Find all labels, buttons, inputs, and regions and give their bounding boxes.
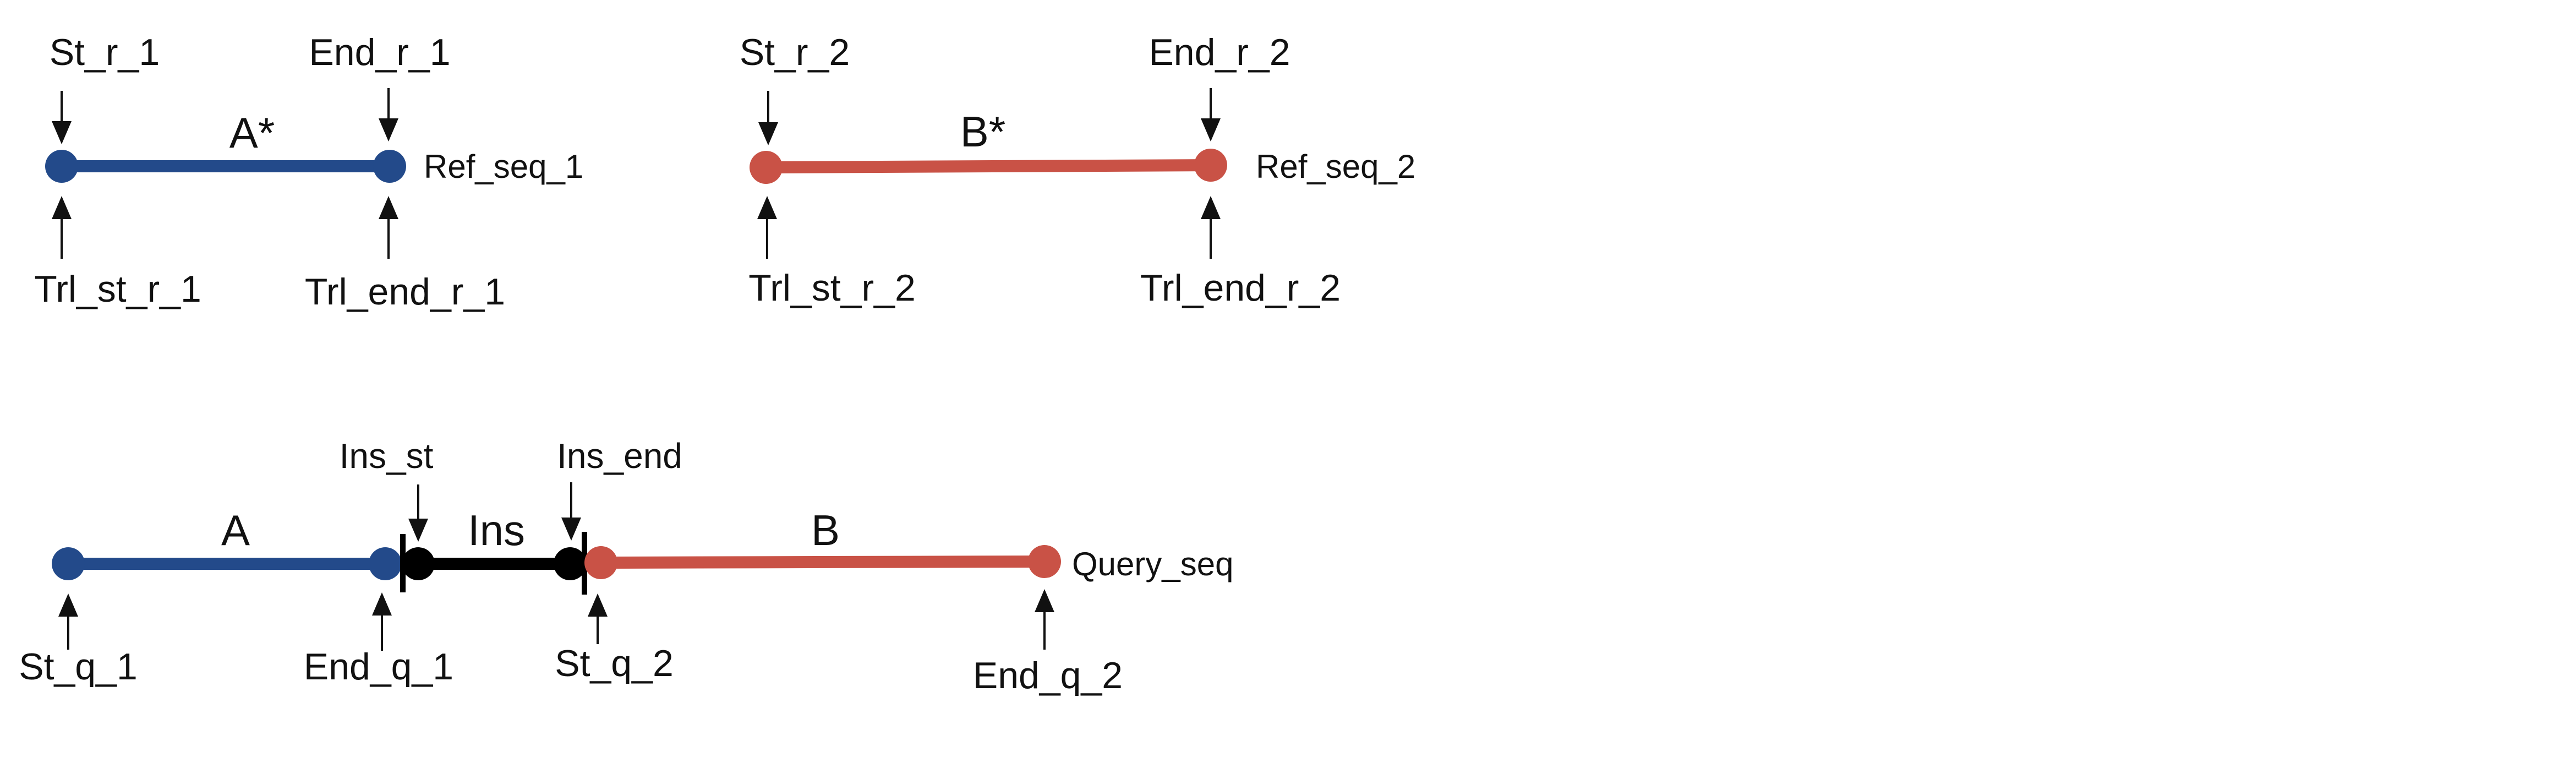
query-segment-ins-label: Ins — [468, 506, 525, 554]
query-seq-group: A Ins B Query_seq Ins_st Ins_end St_q_1 … — [19, 436, 1233, 696]
end-r-1-label: End_r_1 — [309, 31, 450, 73]
trl-st-r-2-arrow — [757, 196, 777, 259]
st-q-2-label: St_q_2 — [555, 642, 674, 684]
ref-seq-1-label: Ref_seq_1 — [424, 148, 583, 185]
end-q-2-label: End_q_2 — [973, 655, 1123, 696]
ref-seq-2-start-dot — [750, 151, 783, 184]
st-q-2-arrow — [588, 593, 608, 644]
st-q-1-label: St_q_1 — [19, 646, 138, 688]
end-q-1-label: End_q_1 — [304, 646, 453, 688]
end-r-1-arrow — [379, 88, 398, 141]
query-segment-b-line — [595, 556, 1051, 569]
query-segment-a-label: A — [221, 506, 250, 554]
ins-st-label: Ins_st — [340, 436, 434, 476]
trl-end-r-2-arrow — [1201, 196, 1221, 259]
end-q-2-arrow — [1035, 589, 1054, 650]
end-r-2-label: End_r_2 — [1148, 31, 1290, 73]
ref-seq-1-start-dot — [45, 150, 78, 183]
st-r-1-label: St_r_1 — [50, 31, 160, 73]
end-q-2-dot — [1028, 545, 1061, 578]
query-segment-b-label: B — [811, 506, 840, 554]
ref-seq-1-group: A* Ref_seq_1 St_r_1 End_r_1 Trl_st_r_1 T… — [34, 31, 583, 313]
trl-st-r-1-label: Trl_st_r_1 — [34, 268, 201, 310]
st-q-1-dot — [52, 547, 85, 580]
ins-end-dot — [554, 547, 587, 580]
trl-st-r-1-arrow — [52, 196, 72, 259]
ins-st-arrow — [408, 484, 428, 542]
trl-st-r-2-label: Trl_st_r_2 — [748, 267, 916, 309]
trl-end-r-2-label: Trl_end_r_2 — [1140, 267, 1341, 309]
trl-end-r-1-label: Trl_end_r_1 — [305, 271, 505, 313]
ref-seq-2-group: B* Ref_seq_2 St_r_2 End_r_2 Trl_st_r_2 T… — [740, 31, 1415, 309]
ins-end-label: Ins_end — [557, 436, 682, 476]
ins-end-arrow — [561, 482, 581, 541]
ref-seq-2-end-dot — [1194, 149, 1227, 182]
st-q-2-dot — [584, 546, 617, 579]
st-r-2-arrow — [758, 91, 778, 145]
end-r-2-arrow — [1201, 88, 1221, 141]
ref-seq-2-segment-label: B* — [960, 107, 1005, 156]
ref-seq-2-line — [760, 159, 1217, 173]
end-q-1-arrow — [372, 592, 392, 651]
st-q-1-arrow — [58, 593, 78, 650]
query-seq-label: Query_seq — [1072, 546, 1234, 582]
ins-start-dot — [402, 547, 435, 580]
trl-end-r-1-arrow — [379, 196, 398, 259]
end-q-1-dot — [369, 547, 402, 580]
ref-seq-1-end-dot — [373, 150, 406, 183]
st-r-2-label: St_r_2 — [740, 31, 850, 73]
ref-seq-2-label: Ref_seq_2 — [1256, 148, 1415, 185]
ref-seq-1-segment-label: A* — [229, 108, 275, 157]
st-r-1-arrow — [52, 91, 72, 144]
